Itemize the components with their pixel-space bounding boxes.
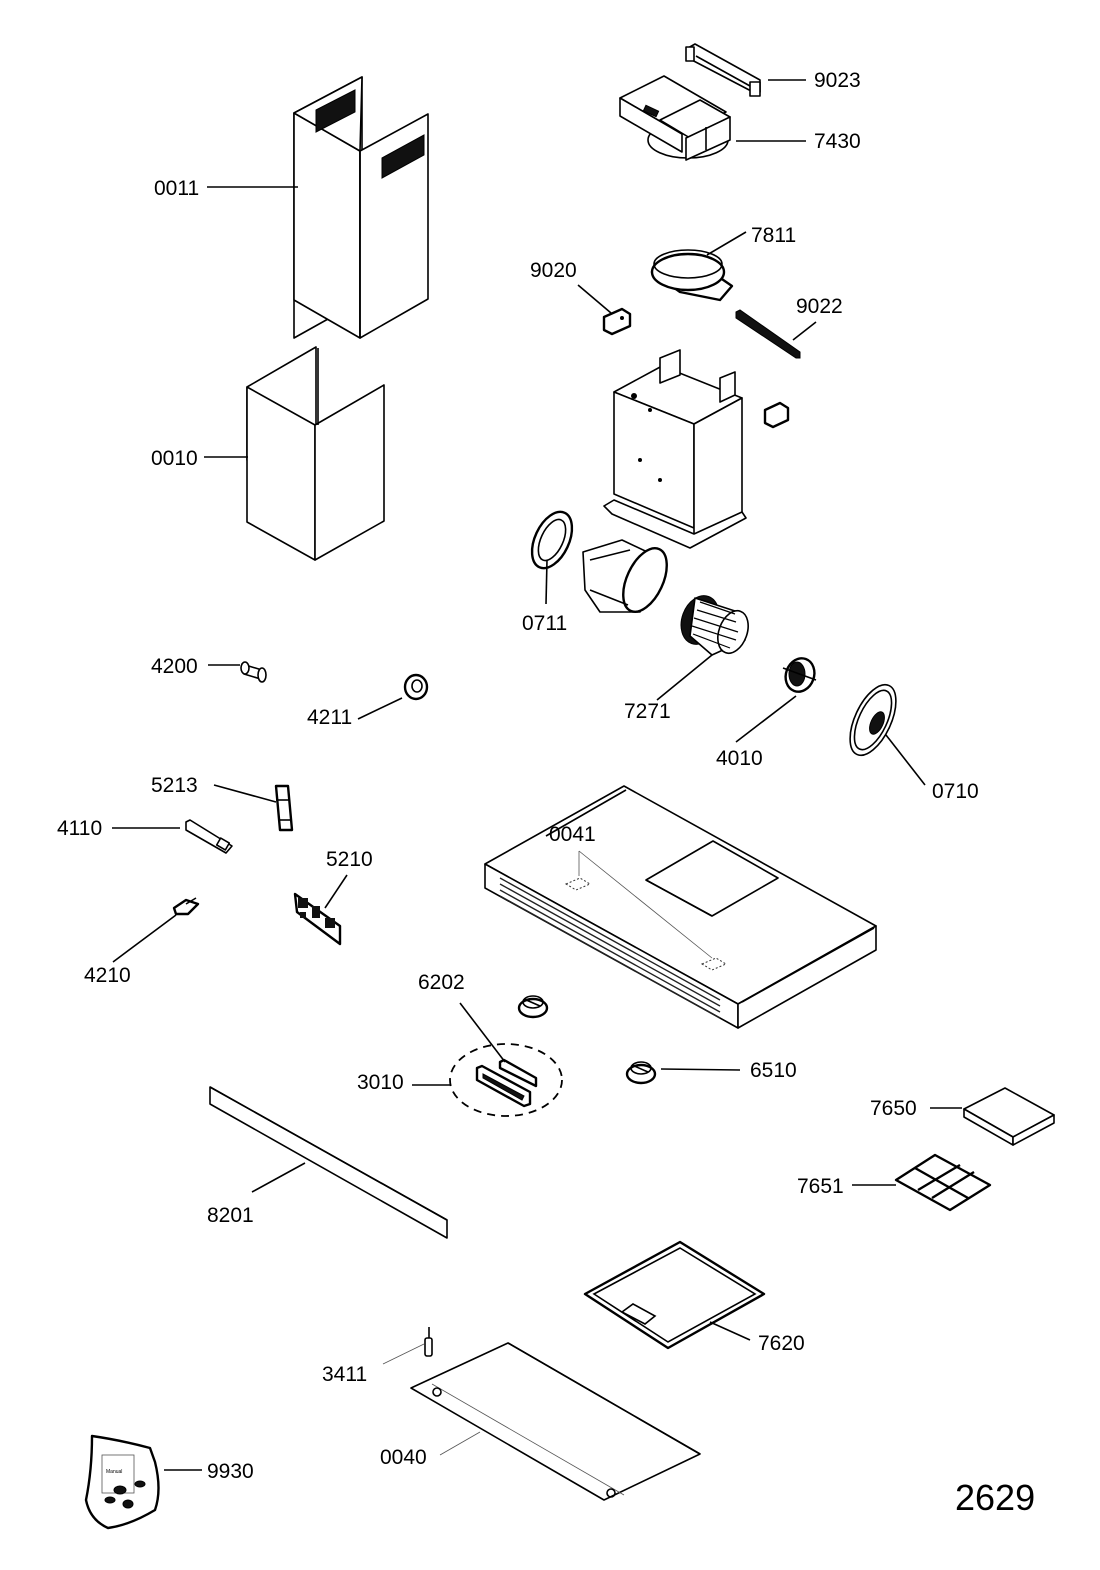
- leader-7271: [656, 654, 713, 701]
- lamp-holder-part[interactable]: [172, 897, 200, 916]
- filter-frame-part[interactable]: [894, 1153, 992, 1212]
- part-label-7430[interactable]: 7430: [814, 130, 861, 153]
- hood-body-part[interactable]: [484, 785, 877, 1029]
- leader-4210: [112, 914, 177, 963]
- leader-7620: [709, 1321, 751, 1341]
- part-label-4211[interactable]: 4211: [307, 706, 352, 729]
- ring-flange-part[interactable]: [650, 249, 734, 302]
- leader-0040: [439, 1431, 481, 1456]
- grease-filter-part[interactable]: [583, 1240, 766, 1350]
- part-label-0041[interactable]: 0041: [549, 823, 596, 846]
- leader-4211: [357, 697, 403, 720]
- part-label-5213[interactable]: 5213: [151, 774, 198, 797]
- leader-0710: [885, 734, 926, 786]
- part-label-4010[interactable]: 4010: [716, 747, 763, 770]
- control-panel-part[interactable]: [475, 1064, 532, 1108]
- air-outlet-housing-part[interactable]: [619, 75, 731, 161]
- drawing-number: 2629: [955, 1477, 1035, 1518]
- part-label-7651[interactable]: 7651: [797, 1175, 844, 1198]
- leader-0711: [545, 559, 548, 605]
- leader-0041-b: [578, 850, 713, 959]
- part-label-4200[interactable]: 4200: [151, 655, 198, 678]
- motor-housing-box-part[interactable]: [603, 349, 747, 549]
- part-label-7811[interactable]: 7811: [751, 224, 796, 247]
- bag-manual-text: Manual: [106, 1469, 122, 1475]
- leader-5210: [324, 874, 348, 909]
- part-label-7650[interactable]: 7650: [870, 1097, 917, 1120]
- leader-6510: [660, 1068, 741, 1071]
- bottom-panel-part[interactable]: [410, 1342, 701, 1501]
- fan-scroll-housing-part[interactable]: [582, 539, 676, 618]
- part-label-7271[interactable]: 7271: [624, 700, 671, 723]
- part-label-0710[interactable]: 0710: [932, 780, 979, 803]
- mounting-bracket-part[interactable]: [685, 43, 761, 97]
- fan-motor-part[interactable]: [781, 654, 819, 696]
- control-board-part[interactable]: [293, 892, 342, 946]
- support-rail-part[interactable]: [735, 309, 801, 359]
- leader-5213: [213, 784, 277, 803]
- part-label-9023[interactable]: 9023: [814, 69, 861, 92]
- side-clip-part[interactable]: [763, 401, 790, 429]
- control-knob-upper-part[interactable]: [517, 995, 549, 1019]
- fan-impeller-part[interactable]: [675, 590, 754, 657]
- upper-chimney-part[interactable]: [293, 76, 429, 339]
- control-knob-lower-part[interactable]: [625, 1061, 657, 1085]
- part-label-9930[interactable]: 9930: [207, 1460, 254, 1483]
- leader-8201: [251, 1162, 306, 1193]
- part-label-3010[interactable]: 3010: [357, 1071, 404, 1094]
- part-label-4110[interactable]: 4110: [57, 817, 102, 840]
- part-label-6202[interactable]: 6202: [418, 971, 465, 994]
- hinge-pin-part[interactable]: [424, 1327, 433, 1357]
- part-label-0011[interactable]: 0011: [154, 177, 199, 200]
- leader-3411: [382, 1343, 425, 1365]
- leader-4010: [735, 695, 797, 743]
- lower-chimney-part[interactable]: [246, 346, 385, 561]
- leader-6202: [459, 1002, 506, 1063]
- part-label-0711[interactable]: 0711: [522, 612, 567, 635]
- capacitor-part[interactable]: [240, 661, 267, 683]
- part-label-3411[interactable]: 3411: [322, 1363, 367, 1386]
- part-label-4210[interactable]: 4210: [84, 964, 131, 987]
- fan-cover-disc-part[interactable]: [524, 506, 580, 575]
- carbon-filter-pad-part[interactable]: [963, 1087, 1055, 1146]
- small-clip-part[interactable]: [602, 307, 632, 336]
- grommet-part[interactable]: [403, 673, 429, 701]
- accessory-bag-part[interactable]: Manual: [84, 1434, 160, 1530]
- part-label-7620[interactable]: 7620: [758, 1332, 805, 1355]
- part-label-0010[interactable]: 0010: [151, 447, 198, 470]
- part-label-6510[interactable]: 6510: [750, 1059, 797, 1082]
- leader-9020: [577, 284, 612, 314]
- leader-9022: [792, 321, 817, 341]
- part-label-9022[interactable]: 9022: [796, 295, 843, 318]
- part-label-5210[interactable]: 5210: [326, 848, 373, 871]
- leader-7811: [706, 231, 747, 256]
- trim-strip-part[interactable]: [209, 1086, 448, 1239]
- part-label-9020[interactable]: 9020: [530, 259, 577, 282]
- part-label-0040[interactable]: 0040: [380, 1446, 427, 1469]
- part-label-8201[interactable]: 8201: [207, 1204, 254, 1227]
- lamp-part[interactable]: [185, 819, 233, 854]
- control-panel-group-outline: [449, 1043, 563, 1117]
- motor-back-plate-part[interactable]: [841, 678, 906, 762]
- switch-cover-part[interactable]: [274, 784, 294, 832]
